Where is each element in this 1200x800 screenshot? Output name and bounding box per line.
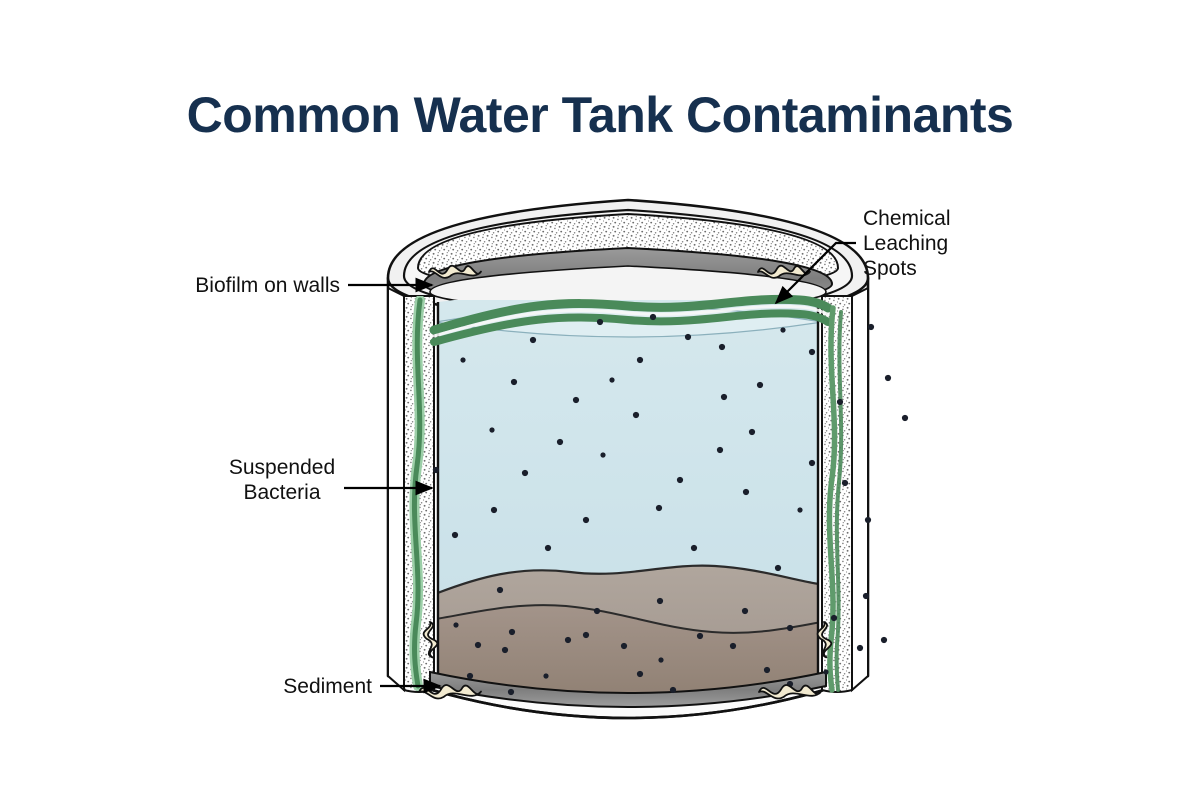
bacteria-dot xyxy=(742,488,750,496)
callout-chemical-leaching-spots[interactable]: Chemical Leaching Spots xyxy=(774,207,951,305)
bacteria-dot xyxy=(867,323,875,331)
callout-biofilm-on-walls[interactable]: Biofilm on walls xyxy=(195,274,434,297)
leach-blobs xyxy=(418,264,833,700)
bacteria-dot xyxy=(451,531,459,539)
bacteria-dot xyxy=(841,479,849,487)
bacteria-dot xyxy=(655,504,663,512)
bacteria-dot xyxy=(632,411,640,419)
bacteria-dot xyxy=(718,343,726,351)
bacteria-dot xyxy=(544,544,552,552)
bacteria-dot xyxy=(489,427,495,433)
bacteria-dot xyxy=(763,666,771,674)
bacteria-dot xyxy=(508,628,516,636)
bacteria-dot xyxy=(474,641,482,649)
bacteria-dot xyxy=(669,686,677,694)
bacteria-dot xyxy=(862,592,870,600)
label-suspended-line-2: Bacteria xyxy=(243,481,320,504)
bacteria-dot xyxy=(600,452,606,458)
bacteria-dot xyxy=(823,669,829,675)
bacteria-dot xyxy=(684,333,692,341)
bacteria-dot xyxy=(696,632,704,640)
bacteria-dot xyxy=(636,670,644,678)
leach-blob-top-left xyxy=(428,264,482,279)
label-biofilm-on-walls: Biofilm on walls xyxy=(195,274,340,297)
label-chemical-line-3: Spots xyxy=(863,257,917,280)
bacteria-dot xyxy=(716,446,724,454)
bacteria-dot xyxy=(620,642,628,650)
bacteria-dot xyxy=(901,414,909,422)
label-suspended-line-1: Suspended xyxy=(229,456,335,479)
bacteria-dot xyxy=(529,336,537,344)
bacteria-dot xyxy=(756,381,764,389)
bacteria-dot xyxy=(720,393,728,401)
bacteria-dot xyxy=(521,469,529,477)
leach-blob-right-inner xyxy=(816,621,833,659)
bacteria-dot xyxy=(636,356,644,364)
sediment-layer-lower xyxy=(438,604,818,697)
bacteria-dot xyxy=(880,636,888,644)
bacteria-dot xyxy=(466,672,474,680)
bacteria-dot xyxy=(741,607,749,615)
bacteria-dot xyxy=(774,564,782,572)
bacteria-dot xyxy=(543,673,549,679)
callout-sediment[interactable]: Sediment xyxy=(283,675,442,698)
bacteria-dot xyxy=(864,516,872,524)
bacteria-dot xyxy=(564,636,572,644)
bacteria-dot xyxy=(690,544,698,552)
bacteria-dot xyxy=(676,476,684,484)
bacteria-dot xyxy=(658,657,664,663)
bacteria-dot xyxy=(649,313,657,321)
tank-interior xyxy=(438,300,818,697)
bacteria-dot xyxy=(596,318,604,326)
bacteria-dot xyxy=(797,507,803,513)
label-chemical-line-1: Chemical xyxy=(863,207,951,230)
biofilm-right-streak xyxy=(826,305,844,693)
bacteria-dot xyxy=(808,348,816,356)
bacteria-dot xyxy=(830,614,838,622)
bacteria-dot xyxy=(609,377,615,383)
bacteria-dot xyxy=(748,428,756,436)
bacteria-dot xyxy=(460,357,466,363)
bacteria-dot xyxy=(501,646,509,654)
bacteria-dot xyxy=(786,624,794,632)
label-sediment: Sediment xyxy=(283,675,372,698)
biofilm-surface-band xyxy=(429,294,833,346)
bacteria-dot xyxy=(808,459,816,467)
bacteria-dot xyxy=(510,378,518,386)
tank-dome-stipple-band xyxy=(416,212,840,315)
bacteria-dot xyxy=(836,398,844,406)
bacteria-dot xyxy=(656,597,664,605)
label-chemical-line-2: Leaching xyxy=(863,232,948,255)
bacteria-dot xyxy=(884,374,892,382)
callout-suspended-bacteria[interactable]: Suspended Bacteria xyxy=(229,456,434,504)
page-title: Common Water Tank Contaminants xyxy=(186,87,1014,143)
bacteria-dot xyxy=(780,327,786,333)
bacteria-dot xyxy=(572,396,580,404)
bacteria-dot xyxy=(490,506,498,514)
bacteria-dot xyxy=(507,688,515,696)
bacteria-dot xyxy=(729,642,737,650)
biofilm-left-streak xyxy=(409,296,425,691)
bacteria-dot xyxy=(593,607,601,615)
bacteria-dot xyxy=(496,586,504,594)
tank-floor-rim xyxy=(429,670,827,708)
bacteria-dot xyxy=(582,516,590,524)
bacteria-dot xyxy=(582,631,590,639)
bacteria-dot xyxy=(453,622,459,628)
leach-blob-top-right xyxy=(757,264,811,279)
bacteria-dot xyxy=(556,438,564,446)
bacteria-dot xyxy=(432,466,440,474)
leader-line-chemical xyxy=(774,241,856,305)
leach-blob-bottom-right xyxy=(758,684,822,700)
leach-blob-left-inner xyxy=(422,621,439,659)
bacteria-dot xyxy=(856,644,864,652)
